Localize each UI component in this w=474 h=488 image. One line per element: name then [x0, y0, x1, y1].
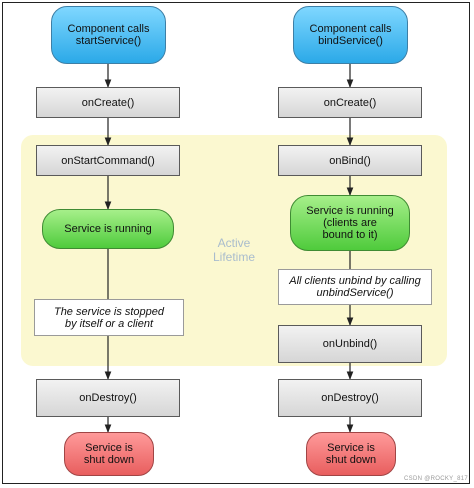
- left-stopped-note: The service is stopped by itself or a cl…: [34, 299, 184, 336]
- left-running-node: Service is running: [42, 209, 174, 249]
- diagram-frame: [2, 2, 470, 484]
- left-shutdown-node: Service is shut down: [64, 432, 154, 476]
- active-lifetime-label: Active Lifetime: [212, 236, 256, 264]
- watermark-text: CSDN @ROCKY_817: [404, 476, 468, 482]
- left-onstartcommand-node: onStartCommand(): [36, 145, 180, 176]
- left-oncreate-node: onCreate(): [36, 87, 180, 118]
- right-start-node: Component calls bindService(): [293, 6, 408, 64]
- right-unbind-note: All clients unbind by calling unbindServ…: [278, 269, 432, 305]
- right-onunbind-node: onUnbind(): [278, 325, 422, 363]
- right-onbind-node: onBind(): [278, 145, 422, 176]
- left-ondestroy-node: onDestroy(): [36, 379, 180, 417]
- right-ondestroy-node: onDestroy(): [278, 379, 422, 417]
- right-shutdown-node: Service is shut down: [306, 432, 396, 476]
- right-running-node: Service is running (clients are bound to…: [290, 195, 410, 251]
- right-oncreate-node: onCreate(): [278, 87, 422, 118]
- left-start-node: Component calls startService(): [51, 6, 166, 64]
